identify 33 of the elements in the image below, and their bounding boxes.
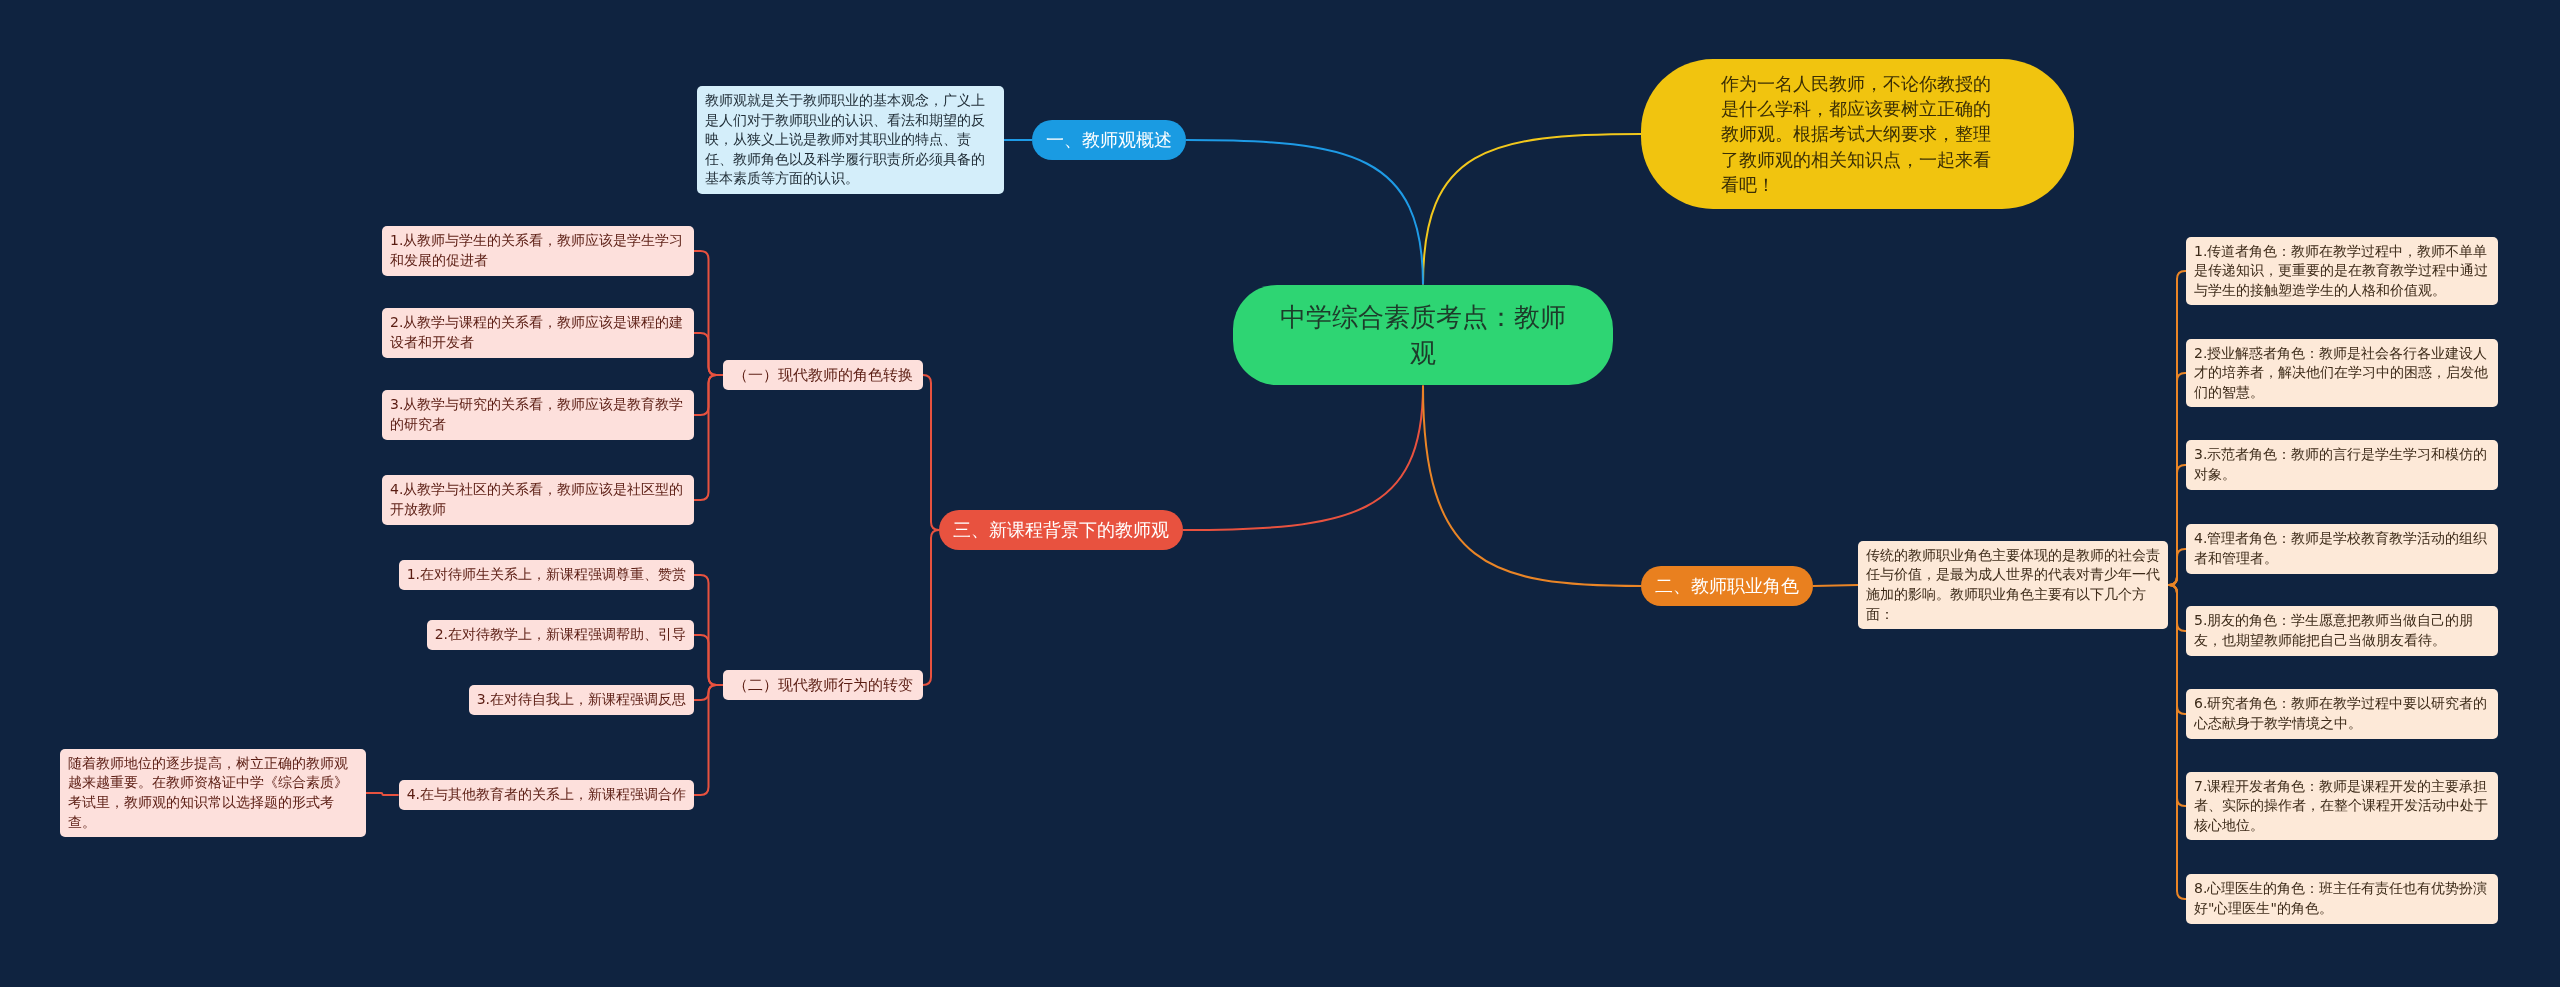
subtopic-box: （二）现代教师行为的转变	[723, 669, 923, 701]
branch-label: 三、新课程背景下的教师观	[939, 510, 1183, 550]
connector	[2167, 584, 2187, 900]
detail-box: 3.在对待自我上，新课程强调反思	[468, 685, 694, 715]
central-topic: 中学综合素质考点：教师观	[1233, 284, 1613, 386]
detail-box: 1.在对待师生关系上，新课程强调尊重、赞赏	[398, 560, 694, 590]
branch-label: 一、教师观概述	[1032, 120, 1186, 160]
detail-box: 8.心理医生的角色：班主任有责任也有优势扮演好"心理医生"的角色。	[2186, 874, 2498, 924]
detail-box: 2.授业解惑者角色：教师是社会各行各业建设人才的培养者，解决他们在学习中的困惑，启发他们的智慧。	[2186, 338, 2498, 408]
connector	[365, 792, 400, 796]
connector	[1185, 139, 1424, 286]
detail-box: 4.从教学与社区的关系看，教师应该是社区型的开放教师	[382, 475, 694, 525]
detail-box: 1.传道者角色：教师在教学过程中，教师不单单是传递知识，更重要的是在教育教学过程中通过与学生的接触塑造学生的人格和价值观。	[2186, 236, 2498, 306]
detail-box: 7.课程开发者角色：教师是课程开发的主要承担者、实际的操作者，在整个课程开发活动中处于核心地位。	[2186, 771, 2498, 841]
branch-label: 二、教师职业角色	[1641, 566, 1813, 606]
detail-box: 3.从教学与研究的关系看，教师应该是教育教学的研究者	[382, 390, 694, 440]
detail-box: 教师观就是关于教师职业的基本观念，广义上是人们对于教师职业的认识、看法和期望的反映，从狭义上说是教师对其职业的特点、责任、教师角色以及科学履行职责所必须具备的基本素质等方面的认识。	[697, 86, 1004, 194]
subtopic-box: （一）现代教师的角色转换	[723, 359, 923, 391]
detail-box: 2.从教学与课程的关系看，教师应该是课程的建设者和开发者	[382, 308, 694, 358]
detail-box: 1.从教师与学生的关系看，教师应该是学生学习和发展的促进者	[382, 226, 694, 276]
detail-box: 3.示范者角色：教师的言行是学生学习和模仿的对象。	[2186, 440, 2498, 490]
connector	[1003, 139, 1033, 141]
detail-box: 传统的教师职业角色主要体现的是教师的社会责任与价值，是最为成人世界的代表对青少年一代施加的影响。教师职业角色主要有以下几个方面：	[1858, 540, 2168, 630]
connector	[1422, 384, 1642, 587]
connector	[1812, 584, 1859, 587]
detail-box: 6.研究者角色：教师在教学过程中要以研究者的心态献身于教学情境之中。	[2186, 689, 2498, 739]
detail-box: 4.在与其他教育者的关系上，新课程强调合作	[398, 780, 694, 810]
detail-box: 5.朋友的角色：学生愿意把教师当做自己的朋友，也期望教师能把自己当做朋友看待。	[2186, 606, 2498, 656]
intro-bubble: 作为一名人民教师，不论你教授的是什么学科，都应该要树立正确的教师观。根据考试大纲要求，整理了教师观的相关知识点，一起来看看吧！	[1641, 59, 2074, 209]
detail-box: 2.在对待教学上，新课程强调帮助、引导	[426, 620, 694, 650]
connector	[922, 529, 940, 686]
detail-box: 4.管理者角色：教师是学校教育教学活动的组织者和管理者。	[2186, 524, 2498, 574]
detail-box: 随着教师地位的逐步提高，树立正确的教师观越来越重要。在教师资格证中学《综合素质》考试里，教师观的知识常以选择题的形式考查。	[60, 748, 366, 838]
